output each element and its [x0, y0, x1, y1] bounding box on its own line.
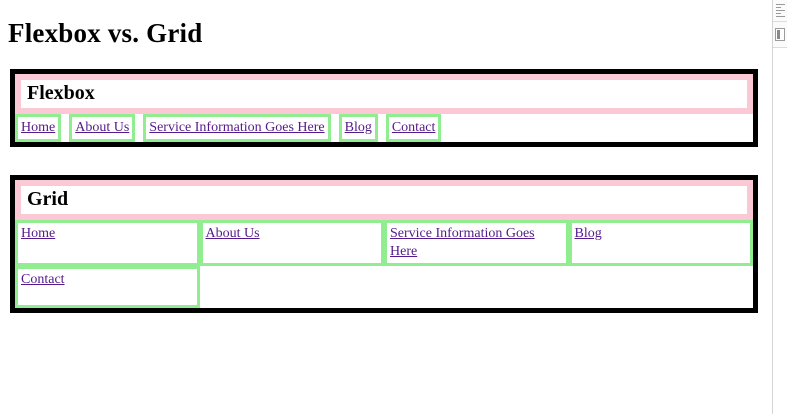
- grid-link-contact[interactable]: Contact: [21, 271, 65, 287]
- nav-cell-inner: Home: [19, 117, 57, 139]
- grid-section-heading: Grid: [15, 179, 753, 220]
- right-side-panel: [772, 0, 787, 414]
- list-line: [776, 13, 781, 14]
- nav-cell-inner: Contact: [19, 269, 196, 291]
- nav-cell-inner: Blog: [573, 223, 750, 245]
- nav-link-blog[interactable]: Blog: [344, 120, 372, 135]
- nav-item-about-us[interactable]: About Us: [69, 114, 136, 142]
- grid-nav-list: Home About Us Service Information Goes H…: [15, 219, 753, 308]
- button-chip-fill: [777, 30, 780, 39]
- grid-demo-box: Grid Home About Us Service Information G…: [10, 174, 758, 313]
- list-line: [776, 16, 785, 17]
- list-lines-icon: [776, 4, 785, 19]
- side-panel-empty-area: [773, 48, 787, 414]
- flexbox-nav-list: Home About Us Service Information Goes H…: [15, 114, 753, 142]
- list-line: [776, 4, 785, 5]
- nav-cell-inner: Blog: [343, 117, 374, 139]
- nav-cell-inner: About Us: [204, 223, 381, 245]
- button-chip-icon: [775, 28, 785, 41]
- nav-item-home[interactable]: Home: [15, 114, 62, 142]
- list-line: [776, 10, 785, 11]
- list-line: [776, 7, 781, 8]
- grid-link-blog[interactable]: Blog: [574, 225, 602, 241]
- nav-cell-inner: Service Information Goes Here: [147, 117, 326, 139]
- grid-item-about-us[interactable]: About Us: [199, 219, 384, 266]
- nav-item-contact[interactable]: Contact: [385, 114, 442, 142]
- nav-cell-inner: Service Information Goes Here: [388, 223, 565, 263]
- nav-cell-inner: Contact: [390, 117, 438, 139]
- grid-item-home[interactable]: Home: [15, 219, 200, 266]
- grid-item-service-information[interactable]: Service Information Goes Here: [384, 219, 569, 266]
- side-panel-button-fragment[interactable]: [773, 22, 787, 48]
- nav-cell-inner: About Us: [73, 117, 131, 139]
- nav-link-about-us[interactable]: About Us: [75, 120, 130, 135]
- nav-item-blog[interactable]: Blog: [338, 114, 378, 142]
- side-panel-list-fragment[interactable]: [773, 0, 787, 22]
- nav-link-home[interactable]: Home: [21, 120, 56, 135]
- grid-item-blog[interactable]: Blog: [568, 219, 753, 266]
- grid-link-service-information[interactable]: Service Information Goes Here: [390, 225, 535, 260]
- grid-link-about-us[interactable]: About Us: [205, 225, 260, 241]
- flexbox-demo-box: Flexbox Home About Us Service Informatio…: [10, 69, 758, 147]
- nav-cell-inner: Home: [19, 223, 196, 245]
- page-title: Flexbox vs. Grid: [8, 18, 203, 48]
- grid-item-contact[interactable]: Contact: [15, 265, 200, 308]
- grid-link-home[interactable]: Home: [21, 225, 56, 241]
- nav-item-service-information[interactable]: Service Information Goes Here: [143, 114, 331, 142]
- nav-link-service-information[interactable]: Service Information Goes Here: [149, 120, 325, 135]
- nav-link-contact[interactable]: Contact: [391, 120, 436, 135]
- flexbox-section-heading: Flexbox: [15, 74, 753, 114]
